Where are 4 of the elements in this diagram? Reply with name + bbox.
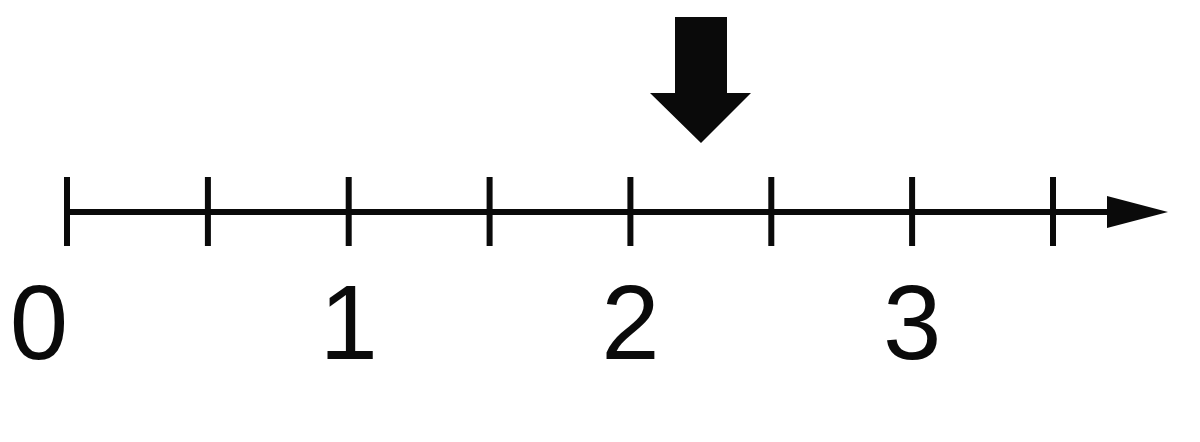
tick-label: 1 xyxy=(319,270,378,375)
tick-label: 3 xyxy=(882,270,942,375)
tick-label: 0 xyxy=(9,270,69,375)
tick-label: 2 xyxy=(601,270,660,375)
